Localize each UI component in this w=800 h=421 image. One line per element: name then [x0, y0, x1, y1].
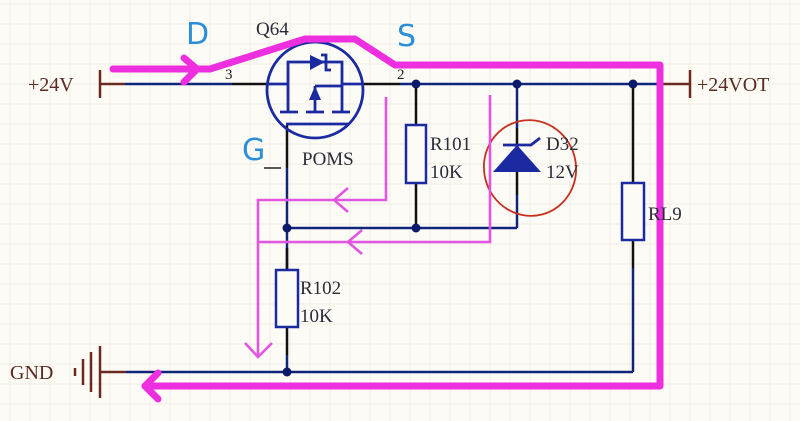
- current-path-zener: [258, 95, 492, 244]
- source-pin-number: 2: [397, 67, 405, 83]
- junction-dot: [512, 79, 522, 89]
- r102-value-label: 10K: [300, 306, 333, 327]
- mosfet-arrow-icon: [309, 86, 321, 100]
- r101-value-label: 10K: [430, 162, 463, 183]
- resistor-rl9: [620, 181, 646, 242]
- ground-net-label: GND: [10, 362, 53, 384]
- arrow-down-icon: [244, 342, 273, 359]
- resistor-r102: [274, 268, 300, 329]
- input-net-label: +24V: [28, 74, 74, 96]
- load-ref-label: RL9: [648, 204, 682, 225]
- junction-dot: [282, 223, 292, 233]
- zener-cathode-bar: [503, 136, 541, 147]
- junction-dot: [628, 79, 638, 89]
- gate-annotation: G: [242, 133, 265, 168]
- mosfet-q64: [265, 40, 365, 140]
- resistor-r101: [404, 123, 428, 185]
- drain-pin-number: 3: [225, 67, 233, 83]
- arrow-right-icon: [180, 54, 201, 86]
- junction-dot: [282, 367, 292, 377]
- arrow-left-icon: [332, 187, 349, 213]
- current-path-r101: [256, 97, 388, 355]
- current-path-main: [109, 35, 664, 403]
- junctions: [282, 79, 638, 377]
- zener-triangle-icon: [493, 145, 541, 172]
- highlight-circle: [482, 119, 578, 217]
- zener-d32: [482, 119, 578, 217]
- junction-dot: [411, 79, 421, 89]
- mosfet-type-label: POMS: [302, 149, 354, 170]
- output-net-label: +24VOT: [697, 74, 769, 96]
- current-path-thin: [244, 95, 492, 359]
- source-annotation: S: [397, 19, 416, 54]
- r101-ref-label: R101: [430, 134, 471, 155]
- body-diode-icon: [310, 55, 325, 70]
- main-current-path: [109, 35, 664, 390]
- arrow-left-icon: [141, 369, 162, 403]
- drain-annotation: D: [186, 17, 209, 52]
- zener-value-label: 12V: [546, 162, 579, 183]
- wires: [73, 70, 692, 398]
- zener-ref-label: D32: [546, 134, 579, 155]
- mosfet-ref-label: Q64: [256, 19, 289, 40]
- junction-dot: [411, 223, 421, 233]
- arrow-left-icon: [346, 229, 363, 255]
- r102-ref-label: R102: [300, 278, 341, 299]
- body-diode-cathode: [321, 53, 331, 72]
